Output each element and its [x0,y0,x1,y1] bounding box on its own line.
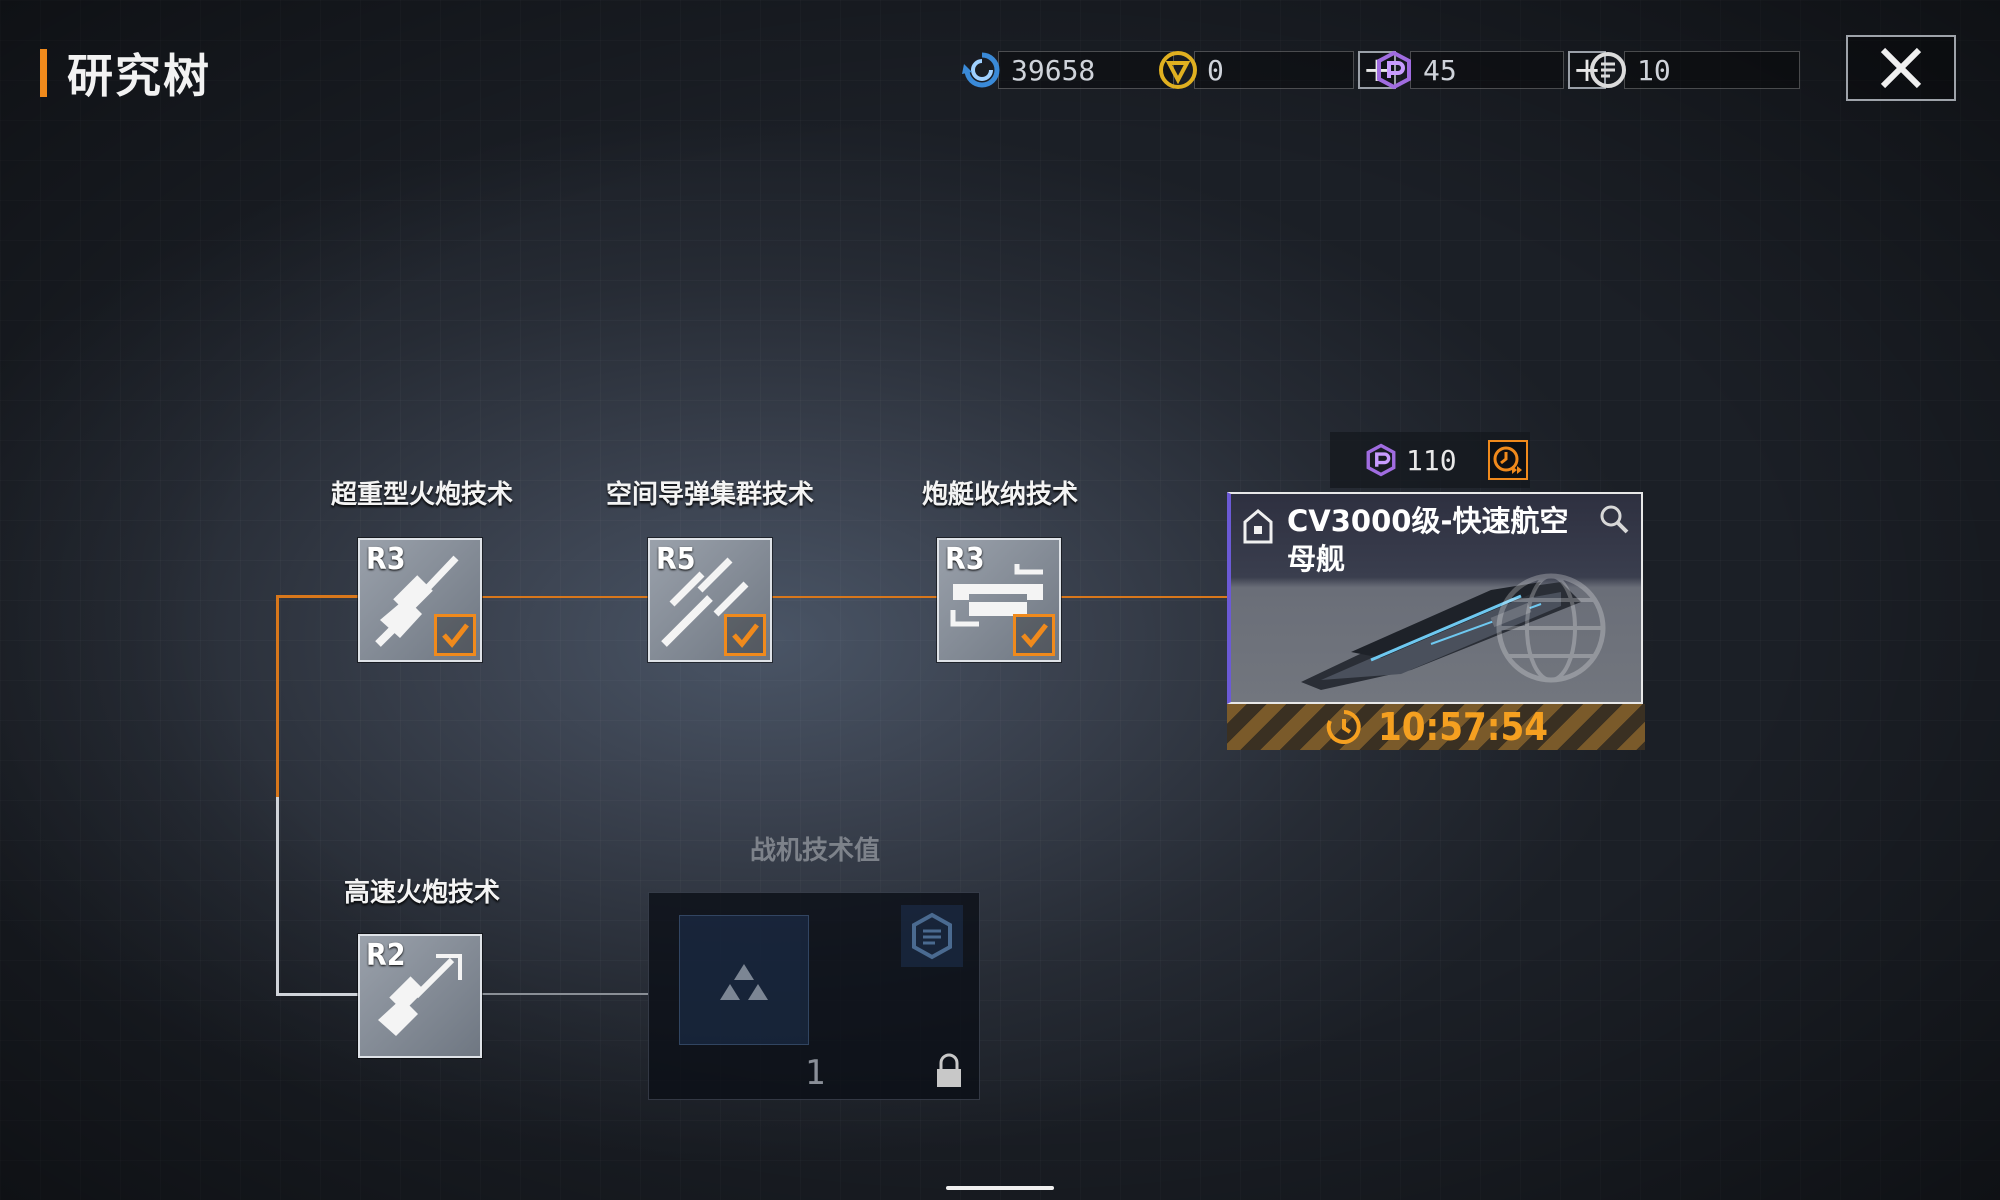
page-header: 研究树 [40,40,211,106]
missile-icon [661,557,749,647]
fighter-squad-icon [720,964,768,1000]
fighter-slot [679,915,809,1045]
resource-purple: 45 + [1374,50,1606,90]
resource-gold: 0 + [1158,50,1396,90]
hangar-icon [950,564,1043,627]
purple-crystal-icon [1366,443,1396,477]
cannon-icon [375,555,459,647]
rapid-cannon-icon [378,954,462,1036]
tree-line-node-4-fighter [482,993,648,995]
tree-line-vertical-orange [276,595,279,797]
lock-icon [937,1053,961,1087]
resource-tech: 10 [1588,50,1800,90]
node-label-missile-cluster: 空间导弹集群技术 [605,480,814,510]
node-rank: R2 [366,938,406,973]
resource-purple-value: 45 [1410,51,1564,89]
tree-line-vertical-white [276,797,279,995]
resource-credits-value: 39658 [998,51,1174,89]
clock-fastforward-icon [1493,446,1522,474]
node-rank: R3 [945,542,985,577]
research-timer: 10:57:54 [1377,705,1549,749]
gold-coin-icon [1159,51,1197,89]
tech-node-missile-cluster[interactable]: R5 [648,538,772,662]
tree-line-node-3-ship [1060,596,1227,598]
globe-watermark-icon [1496,573,1606,683]
purple-crystal-icon [1377,50,1411,90]
timer-icon [1326,710,1361,744]
tree-line-to-node-4 [276,993,360,996]
node-label-heavy-cannon: 超重型火炮技术 [330,480,513,510]
carrier-ship-image [1301,582,1581,690]
tech-chip-icon [1590,52,1626,88]
ship-research-card[interactable]: CV3000级-快速航空母舰 [1227,492,1643,704]
tree-line-node-1-2 [482,596,650,598]
tech-chip-icon [901,905,963,967]
research-cost-tag: 110 [1330,432,1530,488]
node-label-gunboat-storage: 炮艇收纳技术 [921,480,1078,510]
speedup-button[interactable] [1488,440,1528,480]
tree-line-node-2-3 [771,596,938,598]
fighter-tech-panel[interactable]: 1 [648,892,980,1100]
close-icon [1880,47,1922,89]
node-label-rapid-cannon: 高速火炮技术 [343,878,500,908]
resource-tech-value: 10 [1624,51,1800,89]
research-timer-bar: 10:57:54 [1227,704,1645,750]
resource-gold-value: 0 [1194,51,1354,89]
fighter-tech-label: 战机技术值 [749,836,880,866]
tech-node-gunboat-storage[interactable]: R3 [937,538,1061,662]
building-icon [1243,509,1273,544]
fighter-tech-count: 1 [804,1053,826,1093]
research-cost-value: 110 [1406,443,1457,477]
search-icon[interactable] [1597,502,1631,536]
home-indicator[interactable] [946,1186,1054,1190]
close-button[interactable] [1846,35,1956,101]
node-rank: R3 [366,542,406,577]
page-title: 研究树 [67,49,211,103]
completed-check-icon [724,614,766,656]
refresh-coin-icon [962,52,1000,88]
tree-line-to-node-1 [276,595,360,598]
completed-check-icon [1013,614,1055,656]
tech-node-heavy-cannon[interactable]: R3 [358,538,482,662]
node-rank: R5 [656,542,696,577]
tech-node-rapid-cannon[interactable]: R2 [358,934,482,1058]
ship-name: CV3000级-快速航空母舰 [1287,504,1569,576]
completed-check-icon [434,614,476,656]
title-accent-bar [40,49,47,97]
resource-credits: 39658 [962,50,1174,90]
